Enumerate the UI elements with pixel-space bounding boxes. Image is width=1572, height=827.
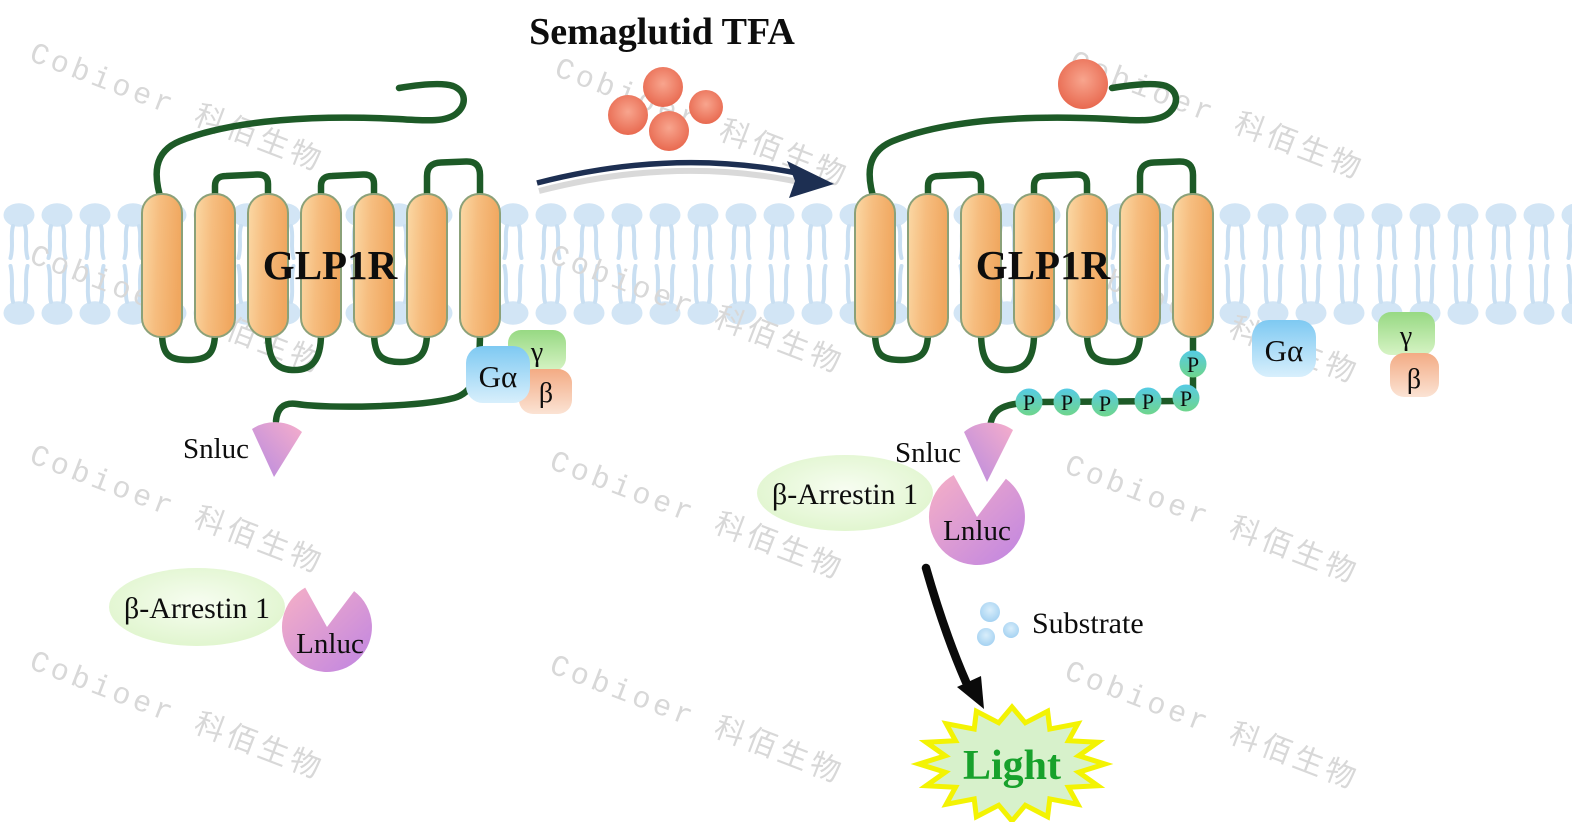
beta-label: β <box>1407 364 1421 395</box>
g-protein-right: Gα γ β <box>1252 312 1439 397</box>
receptor-right-helices <box>854 193 1214 338</box>
tm-helix <box>907 193 949 338</box>
extracellular-loop <box>423 158 484 204</box>
extracellular-loop <box>317 171 378 204</box>
substrate-dot <box>980 602 1000 622</box>
tm-helix <box>247 193 289 338</box>
light-burst: Light <box>910 703 1114 825</box>
phosphate-label: P <box>1142 389 1154 414</box>
ligands <box>608 59 1108 151</box>
intracellular-loop <box>158 328 219 364</box>
diagram-title: Semaglutid TFA <box>529 11 795 53</box>
tm-helix <box>1172 193 1214 338</box>
lnluc-label: Lnluc <box>296 628 364 660</box>
gamma-label: γ <box>530 337 543 368</box>
intracellular-loop <box>871 328 932 364</box>
extracellular-loop <box>1030 171 1091 204</box>
phosphate <box>1172 384 1200 412</box>
tm-helix <box>854 193 896 338</box>
phosphate-label: P <box>1180 386 1192 411</box>
ligand-circle <box>643 67 683 107</box>
g-alpha-subunit <box>466 346 530 403</box>
phosphate <box>1179 350 1207 378</box>
substrate: Substrate <box>977 602 1144 646</box>
snluc-tag <box>252 422 302 477</box>
receptor-left: GLP1R <box>141 80 501 425</box>
extracellular-loop <box>211 171 272 204</box>
substrate-label: Substrate <box>1032 607 1144 640</box>
ligand-circle <box>649 111 689 151</box>
arrowhead <box>787 161 834 198</box>
phosphate <box>1091 389 1119 417</box>
g-alpha-label: Gα <box>479 359 518 394</box>
arrowhead <box>957 676 984 709</box>
tm-helix <box>406 193 448 338</box>
extracellular-loop <box>1136 158 1197 204</box>
snluc-label: Snluc <box>183 433 249 465</box>
n-terminus-left <box>153 80 467 207</box>
tm-helix <box>300 193 342 338</box>
gamma-subunit <box>1378 312 1435 355</box>
tm-helix <box>1119 193 1161 338</box>
tm-helix <box>194 193 236 338</box>
ligand-bound <box>1058 59 1108 109</box>
tm-helix <box>1013 193 1055 338</box>
phosphate-label: P <box>1061 390 1073 415</box>
g-alpha-subunit <box>1252 320 1316 377</box>
receptor-right: GLP1R <box>854 80 1214 433</box>
phosphate <box>1134 387 1162 415</box>
lnluc-tag <box>928 475 1025 565</box>
phosphate <box>1053 388 1081 416</box>
arrestin-complex-right: Snluc β-Arrestin 1 Lnluc <box>757 422 1025 565</box>
intracellular-loop <box>977 328 1038 374</box>
phosphate-label: P <box>1099 391 1111 416</box>
snluc-tag <box>964 422 1013 482</box>
ligand-circle <box>608 95 648 135</box>
activation-arrow <box>536 159 834 198</box>
phosphate-label: P <box>1023 390 1035 415</box>
beta-arrestin <box>109 568 285 646</box>
tm-helix <box>1066 193 1108 338</box>
n-terminus-right <box>866 80 1180 207</box>
tm-helix <box>353 193 395 338</box>
intracellular-loop <box>1083 328 1144 366</box>
reaction-arrow <box>921 563 984 709</box>
receptor-right-label: GLP1R <box>976 242 1111 288</box>
light-label: Light <box>963 743 1061 789</box>
arrestin-complex-left: β-Arrestin 1 Lnluc <box>109 568 372 672</box>
starburst <box>910 703 1114 825</box>
g-alpha-label: Gα <box>1265 333 1304 368</box>
receptor-left-label: GLP1R <box>263 242 398 288</box>
gamma-label: γ <box>1399 321 1412 352</box>
ligand-circle <box>689 90 723 124</box>
phosphate <box>1015 388 1043 416</box>
lnluc-label: Lnluc <box>943 515 1011 547</box>
intracellular-loop <box>370 328 431 366</box>
snluc-label: Snluc <box>895 437 961 469</box>
beta-subunit <box>1390 353 1439 397</box>
beta-label: β <box>539 378 553 409</box>
tm-helix <box>141 193 183 338</box>
tm-helix <box>459 193 501 338</box>
substrate-dot <box>977 628 995 646</box>
intracellular-loop <box>264 328 325 374</box>
lnluc-tag <box>281 587 372 672</box>
extracellular-loop <box>924 171 985 204</box>
snluc-left: Snluc <box>183 422 302 477</box>
arrestin-label: β-Arrestin 1 <box>124 592 270 625</box>
receptor-left-helices <box>141 193 501 338</box>
phosphate-label: P <box>1187 352 1199 377</box>
arrestin-label: β-Arrestin 1 <box>772 478 918 511</box>
tm-helix <box>960 193 1002 338</box>
phosphorylation-sites: P P P P P P <box>1015 350 1207 417</box>
g-protein-left: Gα γ β <box>466 330 572 414</box>
substrate-dot <box>1003 622 1019 638</box>
beta-arrestin <box>757 455 933 531</box>
beta-subunit <box>519 369 572 414</box>
